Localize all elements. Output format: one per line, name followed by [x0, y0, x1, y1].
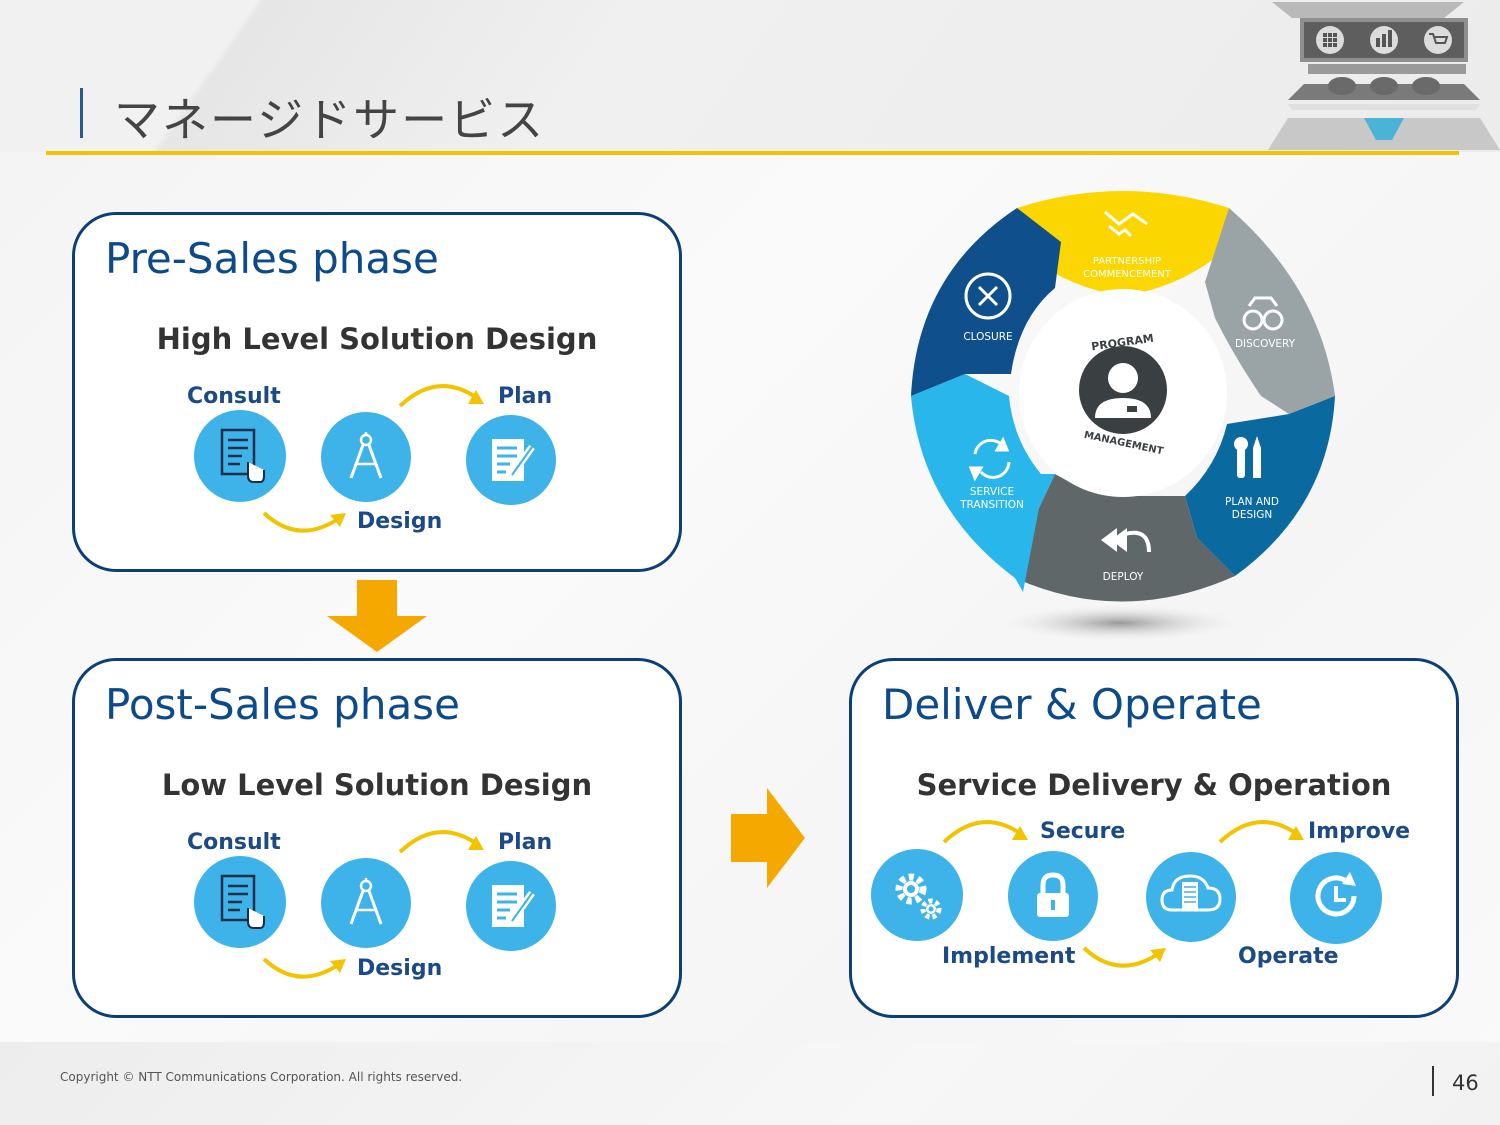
partnership-label-2: COMMENCEMENT — [1083, 269, 1172, 280]
partnership-label-1: PARTNERSHIP — [1093, 256, 1161, 267]
design-to-plan-arrow — [398, 830, 484, 854]
secure-to-cloud-arrow — [1082, 946, 1166, 968]
binoculars-icon — [1242, 296, 1284, 331]
cloud-platform-icon — [1268, 2, 1500, 150]
program-lifecycle-wheel: PROGRAM MANAGEMENT PARTNERSHIP COMMENCEM… — [911, 191, 1335, 641]
plan-design-segment — [1185, 396, 1335, 576]
page-number: 46 — [1452, 1071, 1479, 1095]
pre-sales-panel — [72, 212, 682, 572]
implement-label: Implement — [942, 944, 1076, 969]
right-arrow — [731, 788, 805, 888]
pre-sales-design-label: Design — [357, 509, 443, 534]
consult-icon — [194, 856, 286, 948]
improve-clock-icon — [1290, 852, 1382, 944]
post-sales-subtitle: Low Level Solution Design — [161, 768, 593, 802]
tools-icon — [1234, 436, 1261, 478]
design-compass-icon — [321, 858, 411, 948]
partnership-segment — [1017, 191, 1229, 296]
close-circle-icon — [964, 272, 1012, 320]
plan-design-label-2: DESIGN — [1232, 509, 1272, 521]
design-compass-icon — [321, 412, 411, 502]
consult-to-design-arrow — [262, 957, 346, 979]
gears-icon — [871, 849, 963, 941]
implement-to-secure-arrow — [942, 820, 1028, 844]
header-accent-line — [46, 151, 1459, 155]
title-marker — [80, 88, 83, 138]
consult-to-design-arrow — [262, 511, 346, 533]
post-sales-title: Post-Sales phase — [105, 680, 460, 729]
service-transition-segment — [911, 374, 1055, 592]
pre-sales-subtitle: High Level Solution Design — [156, 322, 598, 356]
cloud-server-icon — [1146, 852, 1236, 942]
consult-icon — [194, 410, 286, 502]
secure-label: Secure — [1040, 819, 1126, 844]
discovery-label: DISCOVERY — [1235, 338, 1296, 350]
handshake-icon — [1104, 210, 1148, 238]
plan-document-icon — [466, 861, 556, 951]
deliver-operate-title: Deliver & Operate — [882, 680, 1262, 729]
copyright-text: Copyright © NTT Communications Corporati… — [60, 1070, 463, 1084]
header-band — [0, 0, 1500, 152]
post-sales-consult-label: Consult — [187, 830, 281, 855]
service-transition-label-1: SERVICE — [970, 486, 1014, 498]
operate-to-improve-arrow — [1218, 820, 1304, 844]
deliver-operate-subtitle: Service Delivery & Operation — [916, 768, 1392, 802]
plan-document-icon — [466, 415, 556, 505]
page-number-separator — [1432, 1066, 1434, 1096]
closure-segment — [911, 208, 1061, 396]
plan-design-label-1: PLAN AND — [1225, 496, 1279, 508]
down-arrow — [327, 580, 427, 652]
pre-sales-consult-label: Consult — [187, 384, 281, 409]
post-sales-panel — [72, 658, 682, 1018]
design-to-plan-arrow — [398, 384, 484, 408]
refresh-icon — [968, 436, 1011, 482]
wheel-shadow — [1002, 605, 1238, 641]
footer-band — [0, 1042, 1500, 1125]
deploy-label: DEPLOY — [1103, 571, 1144, 583]
pre-sales-plan-label: Plan — [498, 384, 553, 409]
improve-label: Improve — [1308, 819, 1411, 844]
page-title: マネージドサービス — [114, 93, 546, 147]
pre-sales-title: Pre-Sales phase — [105, 234, 439, 283]
closure-label: CLOSURE — [963, 331, 1012, 343]
service-transition-label-2: TRANSITION — [959, 499, 1024, 511]
post-sales-plan-label: Plan — [498, 830, 553, 855]
operate-label: Operate — [1238, 944, 1339, 969]
post-sales-design-label: Design — [357, 956, 443, 981]
rewind-icon — [1101, 528, 1151, 553]
lock-icon — [1008, 851, 1098, 941]
